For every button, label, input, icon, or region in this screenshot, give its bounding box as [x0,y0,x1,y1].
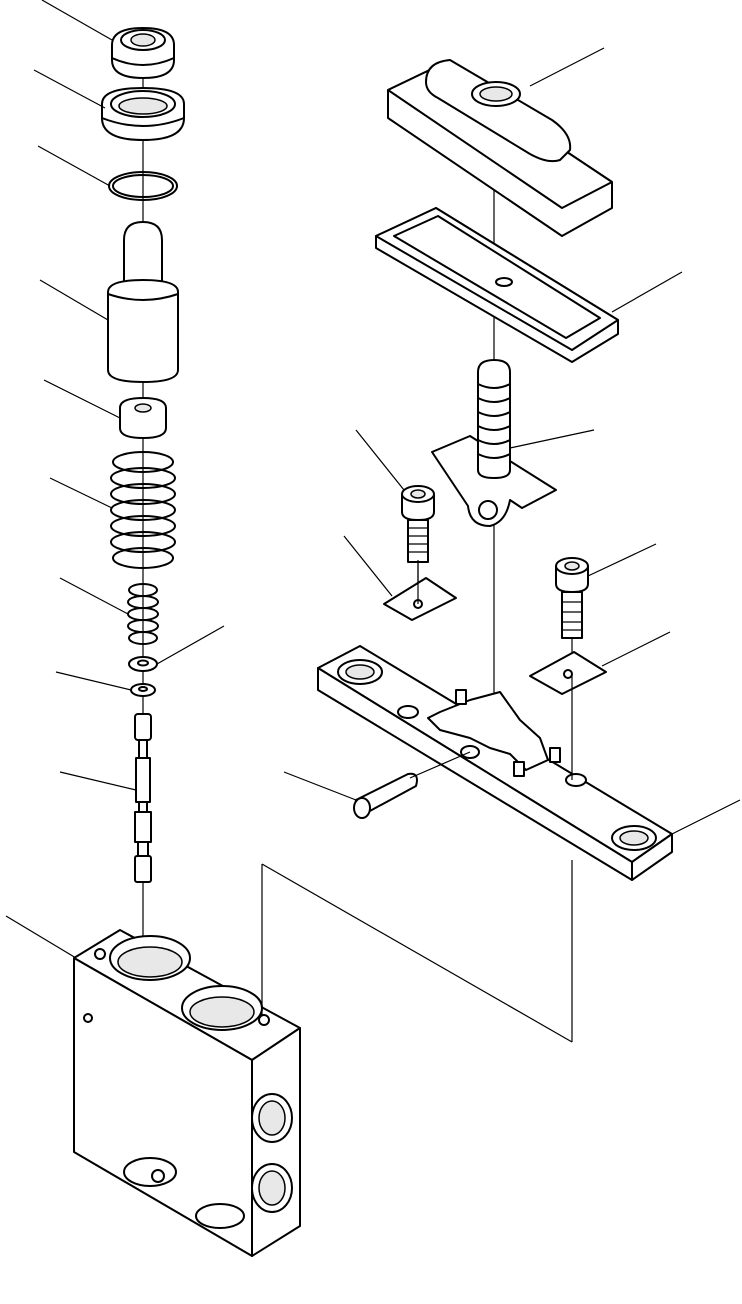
right-assembly [261,47,741,1043]
collar [119,397,167,439]
plunger [107,221,179,383]
guide-lines [261,560,573,1043]
leader-lever-arm [509,429,595,449]
leader-cap-screw-right [587,543,657,577]
right-callout-leaders [283,47,741,835]
leader-plate-left [343,535,393,597]
leader-collar [43,379,121,419]
plate-right [529,651,607,695]
cap-screw-right [555,557,589,660]
valve-block [73,929,301,1257]
lever-base [317,645,673,881]
leader-valve-block [5,915,77,959]
leader-spool-stem [59,771,137,791]
boot-retainer [375,207,619,363]
leader-inner-spring [59,577,129,615]
leader-plunger [39,279,109,321]
leader-washer-upper [156,625,225,665]
leader-cap-seat [33,69,106,109]
cap-seat [101,87,185,141]
washer-lower [130,683,156,697]
cap [111,27,175,79]
lever-arm [431,359,557,527]
plate-left [383,577,457,621]
rubber-boot [387,59,613,237]
left-callout-leaders [5,0,225,959]
leader-rubber-boot [529,47,605,87]
leader-cap [41,0,113,41]
leader-pin [283,771,357,801]
leader-washer-lower [55,671,132,691]
leader-plate-right [601,631,671,667]
leader-boot-retainer [611,271,683,313]
left-assembly [5,0,301,1257]
leader-lever-base [671,799,741,835]
leader-o-ring [37,145,111,187]
pin [353,772,418,819]
leader-cap-screw-left [355,429,405,491]
outer-spring [110,451,176,569]
spool-stem [134,713,152,883]
washer-upper [128,656,158,672]
leader-outer-spring [49,477,113,509]
